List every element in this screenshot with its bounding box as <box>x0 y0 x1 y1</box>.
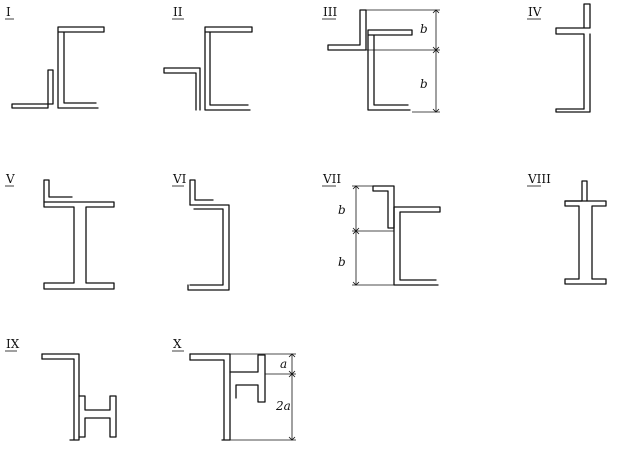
dim-b-lower-7: b <box>338 255 346 269</box>
panel-label-5: V <box>5 172 15 186</box>
panel-9: IX <box>5 337 117 441</box>
dim-b-upper-7: b <box>338 203 346 217</box>
panel-label-6: VI <box>172 172 187 186</box>
dim-a-10: a <box>280 357 287 371</box>
panel-6: VI <box>172 172 230 291</box>
dim-b-upper-3: b <box>420 22 428 36</box>
panel-label-3: III <box>323 5 337 19</box>
panel-3: III b b <box>322 5 440 113</box>
panel-4: IV <box>527 3 591 113</box>
panel-label-10: X <box>173 337 182 351</box>
panel-label-9: IX <box>6 337 20 351</box>
panel-1: I <box>5 5 105 109</box>
panel-2: II <box>163 5 253 111</box>
panel-10: X a 2a <box>172 337 296 441</box>
panel-label-2: II <box>173 5 183 19</box>
dim-2a-10: 2a <box>275 399 291 413</box>
panel-label-4: IV <box>528 5 542 19</box>
panel-8: VIII <box>527 172 607 285</box>
panel-label-1: I <box>6 5 11 19</box>
dim-b-lower-3: b <box>420 77 428 91</box>
panel-label-8: VIII <box>527 172 551 186</box>
panel-7: VII b b <box>322 172 441 286</box>
panel-label-7: VII <box>322 172 341 186</box>
panel-5: V <box>5 172 115 290</box>
